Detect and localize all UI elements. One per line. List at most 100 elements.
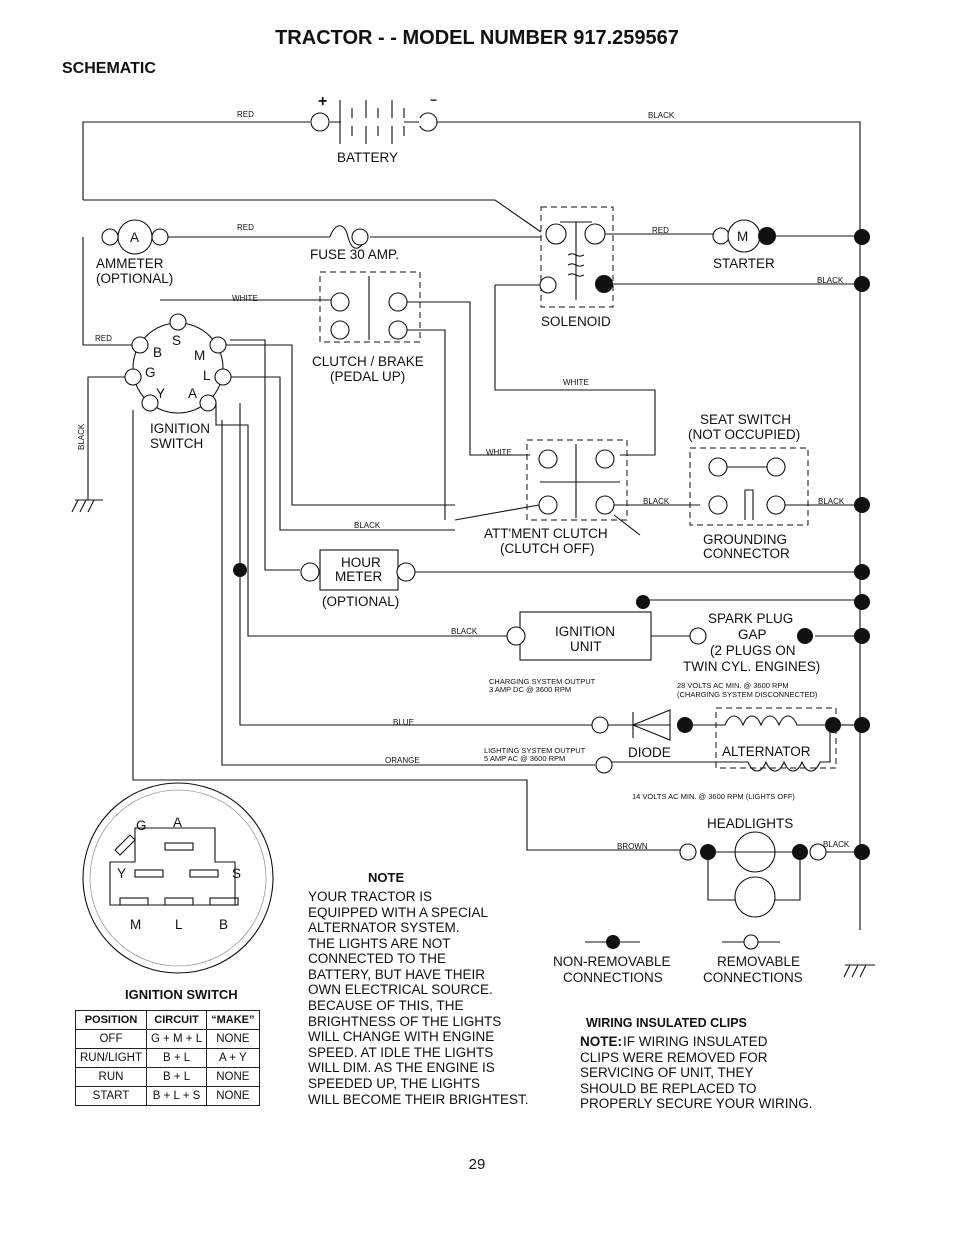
svg-text:SPEED. AT IDLE THE LIGHTS: SPEED. AT IDLE THE LIGHTS (308, 1045, 493, 1060)
cell: RUN/LIGHT (75, 1048, 147, 1068)
svg-text:A: A (188, 386, 197, 401)
svg-text:REMOVABLE: REMOVABLE (717, 954, 800, 969)
wire-label-black: BLACK (77, 423, 86, 450)
cell: A + Y (206, 1048, 260, 1068)
svg-text:L: L (175, 917, 183, 932)
lighting-output-spec: 5 AMP AC @ 3600 RPM (484, 754, 565, 763)
svg-text:G: G (136, 818, 147, 833)
clutch-brake-switch (319, 271, 421, 343)
svg-text:SHOULD BE REPLACED TO: SHOULD BE REPLACED TO (580, 1081, 757, 1096)
seat-switch-label: SEAT SWITCH (700, 412, 791, 427)
svg-text:WILL BECOME THEIR BRIGHTEST.: WILL BECOME THEIR BRIGHTEST. (308, 1092, 529, 1107)
page-title: TRACTOR - - MODEL NUMBER 917.259567 (275, 27, 679, 49)
svg-text:WILL CHANGE WITH ENGINE: WILL CHANGE WITH ENGINE (308, 1029, 494, 1044)
wire-label-orange: ORANGE (385, 756, 420, 765)
wire-label-red: RED (95, 334, 112, 343)
wire-label-white: WHITE (232, 294, 258, 303)
svg-text:IGNITION: IGNITION (555, 624, 615, 639)
battery-label: BATTERY (337, 150, 398, 165)
svg-text:YOUR TRACTOR IS: YOUR TRACTOR IS (308, 889, 432, 904)
cell: NONE (206, 1029, 260, 1049)
table-header-row: POSITION CIRCUIT “MAKE” (75, 1010, 260, 1030)
wire-label-black: BLACK (354, 521, 381, 530)
column-header: “MAKE” (206, 1010, 260, 1030)
svg-text:CONNECTIONS: CONNECTIONS (563, 970, 663, 985)
gap-label: GAP (738, 627, 767, 642)
svg-text:CONNECTED TO THE: CONNECTED TO THE (308, 951, 446, 966)
not-occupied-label: (NOT OCCUPIED) (688, 427, 800, 442)
fuse-symbol (329, 225, 367, 249)
hour-meter: HOUR METER (233, 549, 416, 591)
svg-text:UNIT: UNIT (570, 639, 602, 654)
volts14-label: 14 VOLTS AC MIN. @ 3600 RPM (LIGHTS OFF) (632, 792, 795, 801)
cell: OFF (75, 1029, 147, 1049)
svg-text:S: S (232, 866, 241, 881)
cell: RUN (75, 1067, 147, 1087)
twin-cyl-label: TWIN CYL. ENGINES) (683, 659, 820, 674)
ignition-switch: B S M G L Y A (124, 313, 232, 414)
ignition-switch-caption: IGNITION SWITCH (125, 987, 238, 1002)
wire-label-brown: BROWN (617, 842, 648, 851)
svg-text:A: A (130, 230, 139, 245)
ammeter-optional: (OPTIONAL) (96, 271, 173, 286)
page-number: 29 (469, 1156, 486, 1173)
plus-sign: + (318, 93, 327, 110)
hour-meter-optional: (OPTIONAL) (322, 594, 399, 609)
ignition-switch-label-2: SWITCH (150, 436, 203, 451)
svg-text:THE LIGHTS ARE NOT: THE LIGHTS ARE NOT (308, 936, 451, 951)
headlights-label: HEADLIGHTS (707, 816, 793, 831)
svg-text:HOUR: HOUR (341, 555, 381, 570)
wire-label-black: BLACK (817, 276, 844, 285)
svg-text:IF WIRING INSULATED: IF WIRING INSULATED (623, 1034, 768, 1049)
wire-label-red: RED (237, 110, 254, 119)
alternator-label: ALTERNATOR (722, 744, 811, 759)
ignition-switch-label: IGNITION (150, 421, 210, 436)
svg-text:PROPERLY SECURE YOUR WIRING.: PROPERLY SECURE YOUR WIRING. (580, 1096, 813, 1111)
cell: B + L + S (145, 1086, 208, 1106)
svg-text:EQUIPPED WITH A SPECIAL: EQUIPPED WITH A SPECIAL (308, 905, 489, 920)
svg-text:Y: Y (117, 866, 126, 881)
minus-sign: − (430, 93, 437, 107)
column-header: POSITION (75, 1010, 147, 1030)
wire-label-black: BLACK (648, 111, 675, 120)
svg-text:NON-REMOVABLE: NON-REMOVABLE (553, 954, 671, 969)
svg-text:BECAUSE OF THIS, THE: BECAUSE OF THIS, THE (308, 998, 464, 1013)
cell: B + L (145, 1067, 208, 1087)
lighting-output-label: LIGHTING SYSTEM OUTPUT (484, 746, 586, 755)
svg-text:G: G (145, 365, 156, 380)
diode-label: DIODE (628, 745, 671, 760)
volts28-note: (CHARGING SYSTEM DISCONNECTED) (677, 690, 818, 699)
svg-text:B: B (219, 917, 228, 932)
svg-text:CLIPS WERE REMOVED FOR: CLIPS WERE REMOVED FOR (580, 1050, 768, 1065)
svg-text:M: M (194, 348, 205, 363)
svg-text:SPEEDED UP, THE LIGHTS: SPEEDED UP, THE LIGHTS (308, 1076, 480, 1091)
wire-label-black: BLACK (823, 840, 850, 849)
clutch-brake-label: CLUTCH / BRAKE (312, 354, 424, 369)
solenoid (539, 206, 614, 308)
ammeter-label: AMMETER (96, 256, 164, 271)
svg-text:L: L (203, 368, 211, 383)
seat-switch (689, 447, 809, 526)
attachment-clutch-label: ATT'MENT CLUTCH (484, 526, 608, 541)
svg-text:WILL DIM. AS THE ENGINE IS: WILL DIM. AS THE ENGINE IS (308, 1060, 495, 1075)
headlights (679, 831, 860, 918)
connector-label: CONNECTOR (703, 546, 790, 561)
svg-text:NOTE:: NOTE: (580, 1034, 622, 1049)
wire-label-white: WHITE (486, 448, 512, 457)
svg-text:S: S (172, 333, 181, 348)
solenoid-label: SOLENOID (541, 314, 611, 329)
svg-text:BATTERY, BUT HAVE THEIR: BATTERY, BUT HAVE THEIR (308, 967, 485, 982)
cell: START (75, 1086, 147, 1106)
svg-text:B: B (153, 345, 162, 360)
section-heading: SCHEMATIC (62, 60, 156, 77)
ammeter: A (101, 219, 169, 255)
clutch-off-label: (CLUTCH OFF) (500, 541, 595, 556)
svg-text:A: A (173, 815, 182, 830)
wire-label-white: WHITE (563, 378, 589, 387)
cell: G + M + L (145, 1029, 208, 1049)
svg-text:Y: Y (156, 386, 165, 401)
